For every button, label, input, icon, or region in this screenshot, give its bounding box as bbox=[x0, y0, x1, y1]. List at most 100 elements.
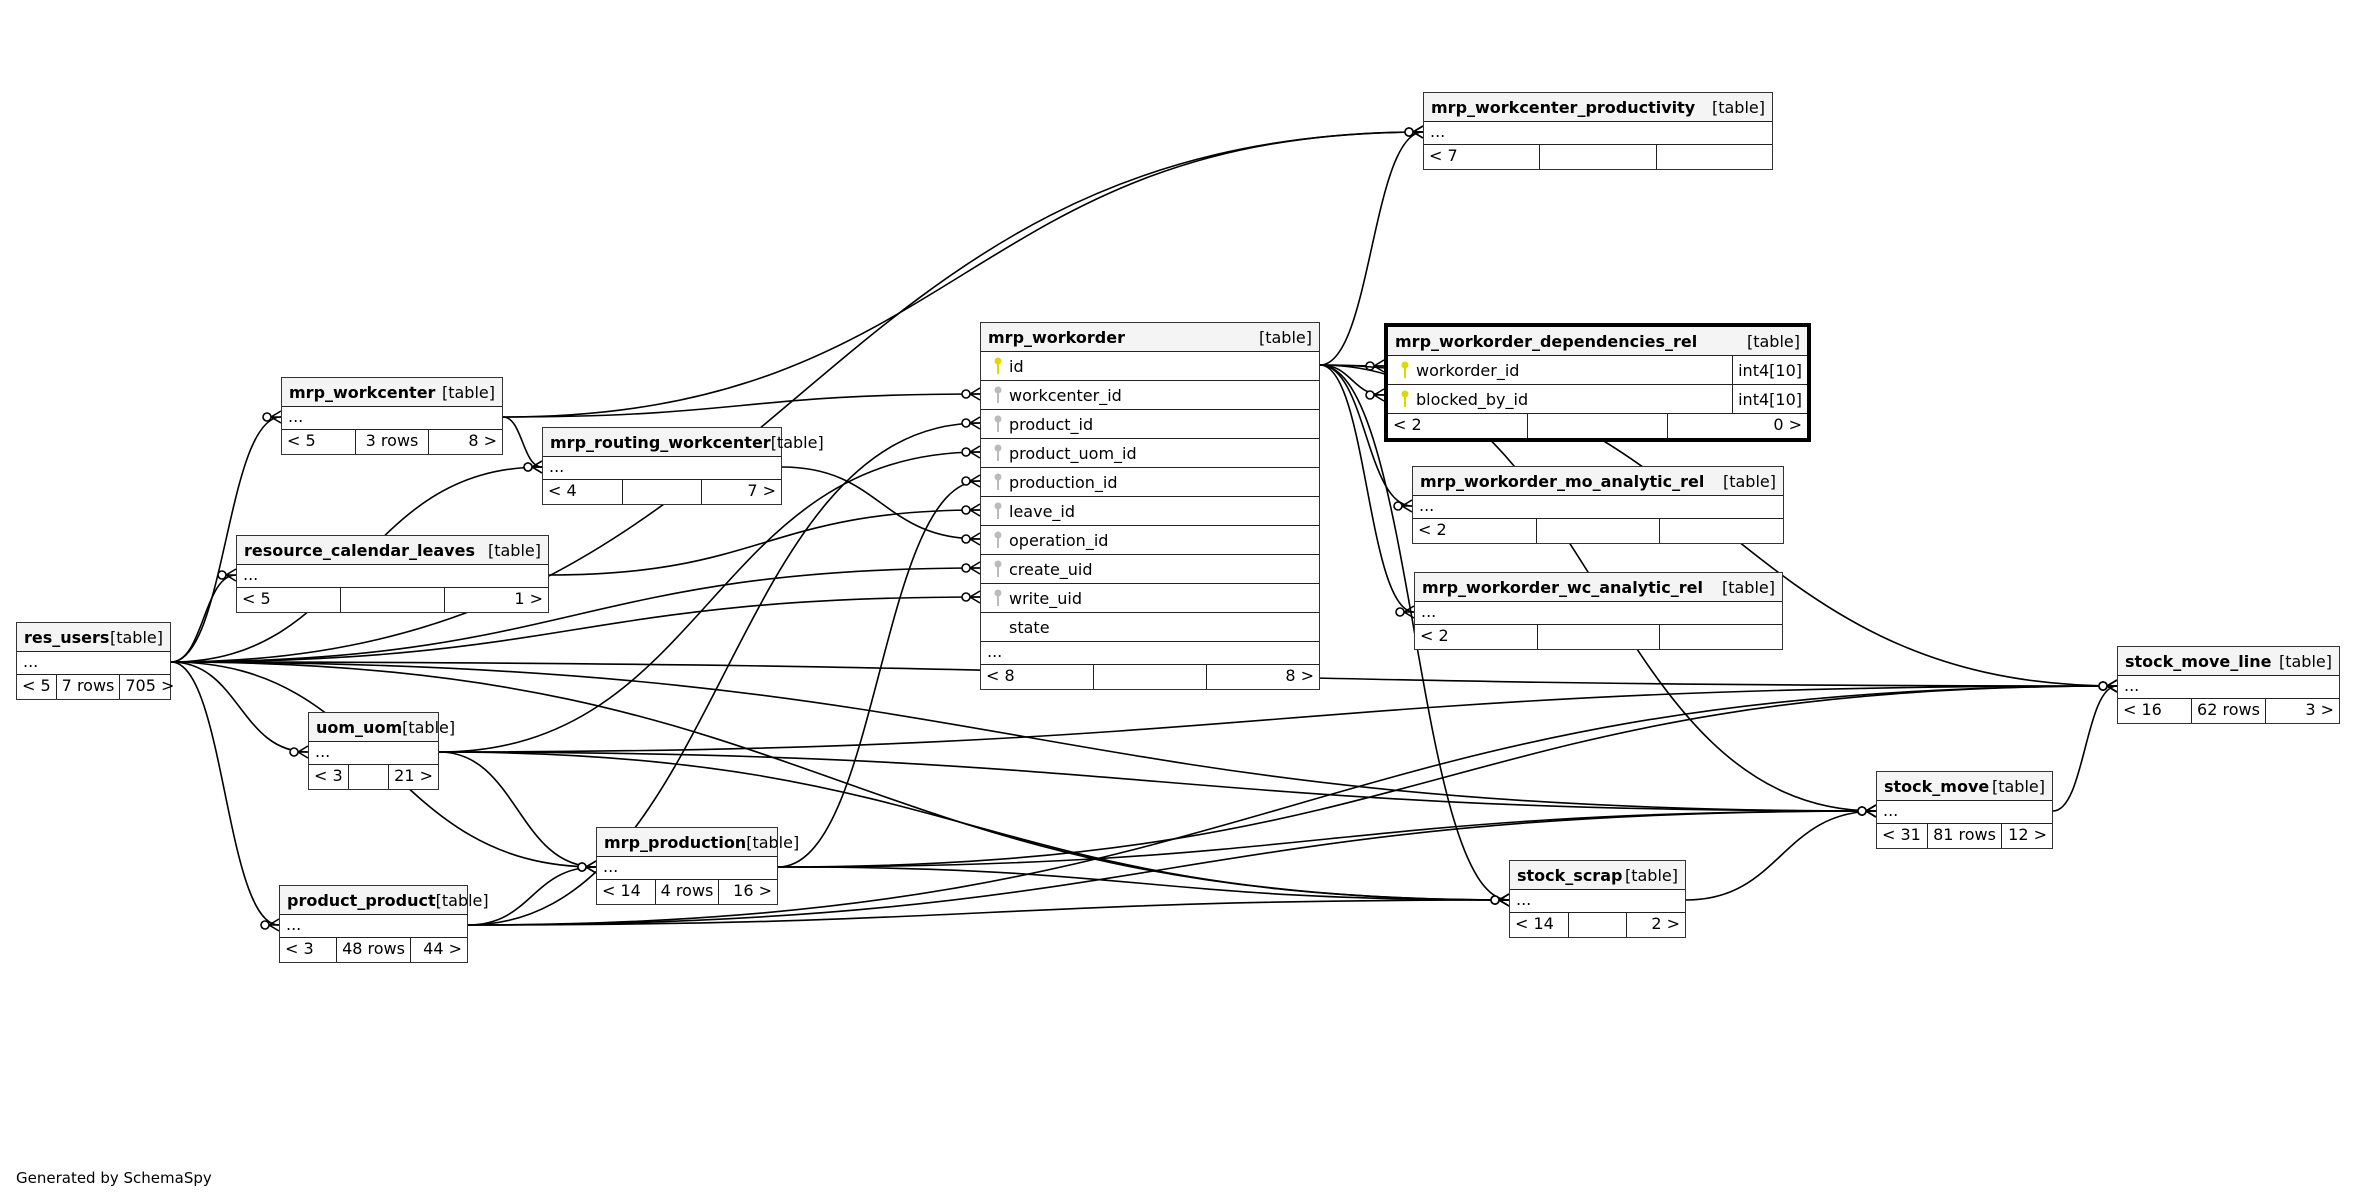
parents-link[interactable]: < 5 bbox=[22, 676, 51, 695]
parents-link[interactable]: < 5 bbox=[287, 431, 316, 450]
column-name: create_uid bbox=[1009, 559, 1093, 579]
table-kind: [table] bbox=[1721, 577, 1775, 597]
relationship-edge bbox=[502, 125, 1424, 418]
parents-link[interactable]: < 4 bbox=[548, 481, 577, 500]
children-link[interactable]: 3 > bbox=[2265, 699, 2339, 723]
table-name[interactable]: resource_calendar_leaves bbox=[244, 540, 475, 560]
foreign-key-icon bbox=[987, 444, 1009, 462]
column-name: production_id bbox=[1009, 472, 1118, 492]
foreign-key-icon bbox=[987, 502, 1009, 520]
relationship-edge bbox=[438, 679, 2118, 753]
table-name[interactable]: stock_move_line bbox=[2125, 651, 2272, 671]
children-link[interactable] bbox=[1655, 145, 1772, 169]
row-count: 62 rows bbox=[2191, 699, 2265, 723]
table-name[interactable]: mrp_workcenter_productivity bbox=[1431, 97, 1696, 117]
children-link[interactable] bbox=[1659, 519, 1783, 543]
parents-link[interactable]: < 14 bbox=[602, 881, 641, 900]
children-link[interactable]: 2 > bbox=[1626, 913, 1685, 937]
children-link[interactable]: 0 > bbox=[1667, 414, 1807, 438]
table-name[interactable]: stock_move bbox=[1884, 776, 1990, 796]
relationship-edge bbox=[467, 679, 2118, 926]
table-kind: [table] bbox=[109, 627, 163, 647]
parents-link[interactable]: < 7 bbox=[1429, 146, 1458, 165]
table-footer: < 2 bbox=[1415, 625, 1782, 649]
children-link[interactable]: 7 > bbox=[701, 480, 781, 504]
table-name[interactable]: stock_scrap bbox=[1517, 865, 1623, 885]
table-footer: < 14 2 > bbox=[1510, 913, 1685, 937]
more-columns: ... bbox=[17, 652, 170, 675]
row-count bbox=[1527, 414, 1667, 438]
parents-link[interactable]: < 16 bbox=[2123, 700, 2162, 719]
more-columns: ... bbox=[280, 915, 467, 938]
table-name[interactable]: mrp_workorder bbox=[988, 327, 1125, 347]
column-row[interactable]: production_id bbox=[981, 468, 1319, 497]
table-name[interactable]: mrp_workorder_dependencies_rel bbox=[1395, 331, 1698, 351]
column-row[interactable]: id bbox=[981, 352, 1319, 381]
children-link[interactable]: 12 > bbox=[2000, 824, 2052, 848]
parents-link[interactable]: < 5 bbox=[242, 589, 271, 608]
foreign-key-icon bbox=[987, 473, 1009, 491]
table-name[interactable]: mrp_production bbox=[604, 832, 747, 852]
parents-link[interactable]: < 2 bbox=[1418, 520, 1447, 539]
table-mrp-workorder[interactable]: mrp_workorder[table] id workcenter_id pr… bbox=[980, 322, 1320, 690]
column-row[interactable]: leave_id bbox=[981, 497, 1319, 526]
more-columns: ... bbox=[1413, 496, 1783, 519]
table-name[interactable]: product_product bbox=[287, 890, 436, 910]
table-name[interactable]: mrp_workcenter bbox=[289, 382, 436, 402]
more-columns: ... bbox=[1877, 801, 2052, 824]
column-row[interactable]: create_uid bbox=[981, 555, 1319, 584]
parents-link[interactable]: < 2 bbox=[1420, 626, 1449, 645]
children-link[interactable]: 1 > bbox=[444, 588, 548, 612]
row-count bbox=[1093, 665, 1206, 689]
parents-link[interactable]: < 14 bbox=[1515, 914, 1554, 933]
children-link[interactable]: 44 > bbox=[409, 938, 467, 962]
table-name[interactable]: uom_uom bbox=[316, 717, 403, 737]
parents-link[interactable]: < 2 bbox=[1393, 415, 1422, 434]
column-name: workcenter_id bbox=[1009, 385, 1122, 405]
children-link[interactable]: 8 > bbox=[428, 430, 502, 454]
table-mrp-workorder-dependencies-rel[interactable]: mrp_workorder_dependencies_rel [table] wo… bbox=[1384, 323, 1811, 442]
column-row[interactable]: write_uid bbox=[981, 584, 1319, 613]
children-link[interactable] bbox=[1659, 625, 1782, 649]
parents-link[interactable]: < 8 bbox=[986, 666, 1015, 685]
table-name[interactable]: mrp_routing_workcenter bbox=[550, 432, 771, 452]
parents-link[interactable]: < 3 bbox=[314, 766, 343, 785]
children-link[interactable]: 21 > bbox=[388, 765, 438, 789]
column-row[interactable]: product_id bbox=[981, 410, 1319, 439]
table-name[interactable]: mrp_workorder_mo_analytic_rel bbox=[1420, 471, 1705, 491]
column-row[interactable]: workcenter_id bbox=[981, 381, 1319, 410]
table-name[interactable]: res_users bbox=[24, 627, 110, 647]
children-link[interactable]: 16 > bbox=[718, 880, 777, 904]
table-mrp-workorder-wc-analytic-rel[interactable]: mrp_workorder_wc_analytic_rel[table] ...… bbox=[1414, 572, 1783, 650]
table-kind: [table] bbox=[441, 382, 495, 402]
parents-link[interactable]: < 3 bbox=[285, 939, 314, 958]
children-link[interactable]: 8 > bbox=[1206, 665, 1319, 689]
column-row[interactable]: operation_id bbox=[981, 526, 1319, 555]
column-row[interactable]: product_uom_id bbox=[981, 439, 1319, 468]
relationship-edge bbox=[467, 860, 597, 926]
table-name[interactable]: mrp_workorder_wc_analytic_rel bbox=[1422, 577, 1703, 597]
children-link[interactable]: 705 > bbox=[119, 675, 179, 699]
primary-key-icon bbox=[987, 357, 1009, 375]
table-kind: [table] bbox=[402, 717, 456, 737]
table-mrp-workorder-mo-analytic-rel[interactable]: mrp_workorder_mo_analytic_rel[table] ...… bbox=[1412, 466, 1784, 544]
table-kind: [table] bbox=[1746, 331, 1800, 351]
table-mrp-workcenter-productivity[interactable]: mrp_workcenter_productivity[table] ... <… bbox=[1423, 92, 1773, 170]
parents-link[interactable]: < 31 bbox=[1882, 825, 1921, 844]
column-type: int4[10] bbox=[1732, 356, 1807, 384]
column-row[interactable]: state bbox=[981, 613, 1319, 642]
